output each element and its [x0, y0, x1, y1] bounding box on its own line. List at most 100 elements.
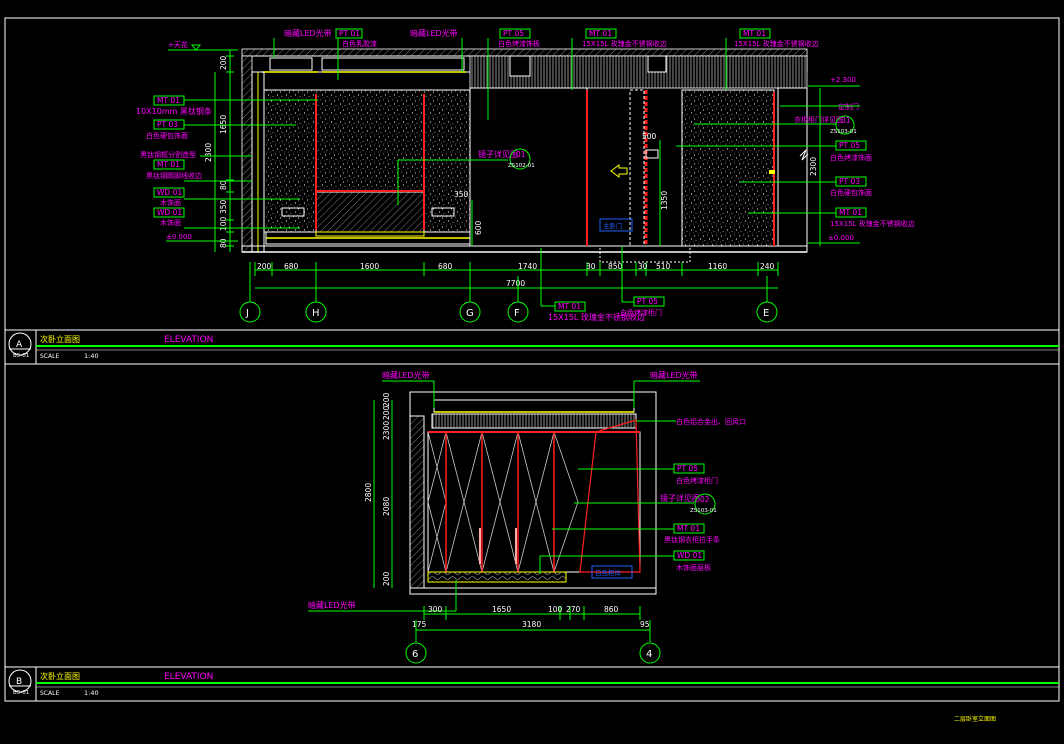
b-tag-mt01: MT 01	[673, 523, 705, 534]
b-side-panel	[579, 419, 641, 573]
a-right-tag-pt05: PT 05	[835, 140, 867, 151]
b-hdim-2: 2300	[382, 421, 391, 440]
b-note-led-r: 暗藏LED光带	[650, 370, 698, 380]
b-note-mirror-sub: ZS103-01	[690, 508, 717, 514]
svg-text:MT 01: MT 01	[157, 96, 180, 105]
a-ceiling-slab	[241, 48, 808, 57]
a-section-bubble	[8, 332, 32, 356]
a-wdim-ticks	[254, 262, 779, 276]
svg-text:MT 01: MT 01	[558, 302, 581, 311]
a-ceiling-notch-2	[647, 55, 667, 73]
a-level-zero-left: ±0.000	[166, 233, 192, 241]
a-axis-e-label: E	[763, 308, 769, 319]
a-wdim-5: 1740	[518, 262, 537, 271]
b-hdim-4: 200	[382, 392, 391, 407]
a-lamp-left	[281, 207, 305, 217]
a-note-b-mt: 15X15L 玫瑰金不锈钢收边	[548, 312, 645, 322]
b-base-plinth	[427, 571, 567, 583]
a-wdim-7: 850	[608, 262, 623, 271]
svg-text:MT 01: MT 01	[839, 208, 862, 217]
b-ceiling-cove	[433, 399, 635, 413]
a-note-l-pt3: 白色硬包饰面	[146, 131, 188, 140]
svg-text:PT 05: PT 05	[637, 297, 658, 306]
b-axis-4	[639, 642, 661, 664]
b-note-mirror: 镜子详见图	[660, 493, 700, 503]
b-scale-label: SCALE	[40, 690, 59, 697]
b-title-cn: 次卧立面图	[40, 671, 80, 681]
a-ref-01: 01	[516, 150, 526, 159]
b-ref-02: 02	[700, 495, 710, 504]
a-note-l-mt1: 10X10mm 黑钛钢条	[136, 106, 212, 116]
a-lamp-right	[431, 207, 455, 217]
svg-text:PT 01: PT 01	[339, 29, 360, 38]
b-wdim-2: 1650	[492, 605, 511, 614]
b-left-wall	[409, 415, 425, 589]
a-wdim-2: 680	[284, 262, 299, 271]
svg-text:WD 01: WD 01	[677, 551, 702, 560]
a-note-r-pt5: 白色烤漆饰面	[830, 153, 872, 162]
a-wdim-10: 1160	[708, 262, 727, 271]
a-section-letter: A	[16, 340, 23, 350]
a-door-box-label: 主卧门	[603, 221, 623, 230]
a-hdim-3: 2300	[204, 143, 213, 162]
a-headboard-mirror	[315, 191, 425, 233]
a-axis-e	[756, 301, 778, 323]
svg-text:WD 01: WD 01	[157, 208, 182, 217]
b-box-label-rect	[591, 565, 633, 579]
svg-text:PT 05: PT 05	[677, 464, 698, 473]
b-hdim-5: 2080	[382, 497, 391, 516]
b-note-wd1: 木饰面层板	[676, 563, 711, 572]
b-hdim-6: 200	[382, 571, 391, 586]
a-note-mirror-sub: ZS102-01	[508, 163, 535, 169]
a-floor-slab	[241, 245, 808, 253]
b-hdim-1: 2800	[364, 483, 373, 502]
title-bar-b: B B5-01 次卧立面图 ELEVATION SCALE 1:40	[4, 666, 1060, 702]
a-hdim-4: 80	[219, 180, 228, 190]
a-scale-value: 1:40	[84, 352, 99, 360]
a-door-dim-w: 500	[642, 132, 657, 141]
a-axis-j-label: J	[245, 308, 249, 319]
a-dim-small: 350	[454, 190, 469, 199]
b-note-pt5: 白色烤漆柜门	[676, 476, 718, 485]
a-rdim-1: 2300	[809, 157, 818, 176]
b-wdim-1: 300	[428, 605, 443, 614]
b-axis-6-label: 6	[412, 649, 418, 660]
a-right-wall	[777, 87, 808, 247]
a-level-zero-right: ±0.000	[828, 234, 854, 242]
svg-text:PT 05: PT 05	[503, 29, 524, 38]
b-wdim-4: 270	[566, 605, 581, 614]
b-tag-pt05: PT 05	[673, 463, 705, 474]
b-axis-4-label: 4	[646, 649, 652, 660]
a-note-l-wd1: 木饰面	[160, 198, 181, 207]
a-note-white-paint: 白色烤漆饰板	[498, 39, 540, 48]
b-door-red-lines	[445, 432, 555, 572]
a-total-width: 7700	[506, 279, 525, 288]
a-hdim-1: 200	[219, 55, 228, 70]
a-bottom-tag-mt01: MT 01	[554, 301, 586, 312]
a-note-r-detail: 衣柜柜门详见图	[794, 115, 843, 124]
a-axis-f-label: F	[514, 308, 520, 319]
a-top-tag-mt01-2: MT 01	[739, 28, 771, 39]
b-handles	[479, 528, 517, 564]
a-level-top: +天花	[168, 40, 188, 49]
svg-text:PT 03: PT 03	[157, 120, 178, 129]
b-title-en: ELEVATION	[164, 672, 213, 682]
a-level-top-marker	[190, 44, 202, 51]
a-hdim-7: 80	[219, 238, 228, 248]
a-note-led-top2: 暗藏LED光带	[410, 28, 458, 38]
a-note-mt-line2: 15X15L 玫瑰金不锈钢收边	[734, 39, 819, 48]
a-top-tag-mt01-1: MT 01	[585, 28, 617, 39]
a-left-tag-mt01-2: MT 01	[153, 159, 185, 170]
b-side-dim-r: 95	[640, 620, 650, 629]
a-hdim-2: 1650	[219, 115, 228, 134]
a-axis-h-label: H	[312, 308, 320, 319]
b-mirror-ref	[694, 493, 716, 515]
b-ceiling-grille	[431, 413, 637, 429]
b-box-label: 白色柜体	[595, 568, 622, 577]
a-section-ref: B5-01	[13, 353, 29, 359]
a-note-mirror: 镜子详见图	[478, 149, 518, 159]
a-hdim-6: 100	[219, 216, 228, 231]
elevation-b: 白色柜体 2800 2300 200 200 2080 200 暗藏LED光带 …	[308, 370, 746, 664]
b-note-vent: 白色铝合金出、回风口	[676, 417, 746, 426]
a-note-r-pt3: 白色硬包饰面	[830, 188, 872, 197]
